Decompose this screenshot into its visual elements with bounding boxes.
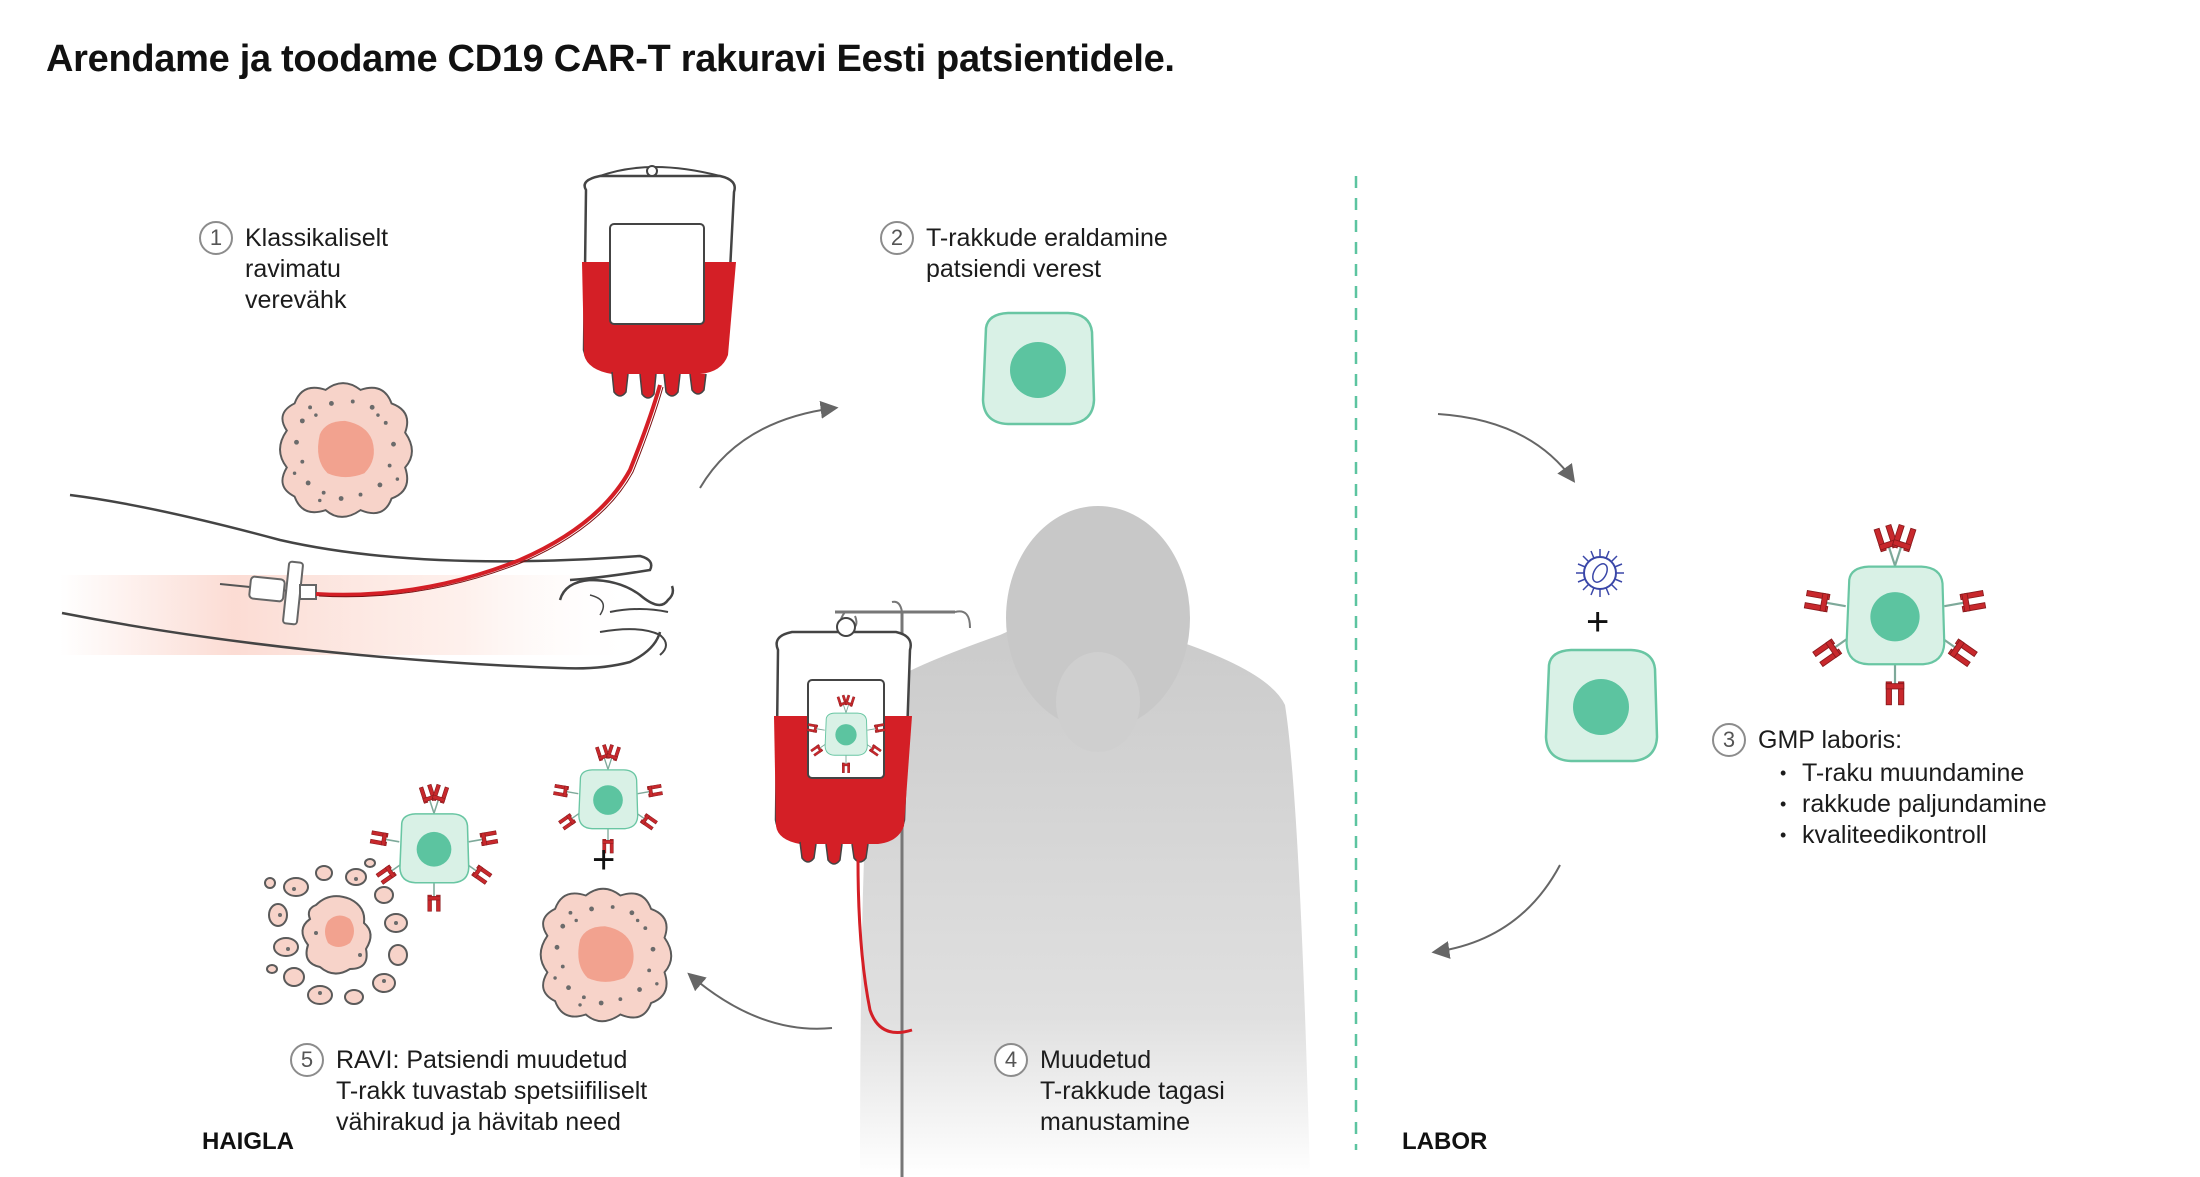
step-text: GMP laboris: <box>1758 726 1903 754</box>
arrow-step4-to-5 <box>687 972 833 1030</box>
plus-lab: + <box>1586 600 1610 644</box>
t-cell-isolated <box>981 311 1096 426</box>
step-1: 1 Klassikaliselt ravimatu verevähk <box>199 221 388 316</box>
step-text: RAVI: Patsiendi muudetud T-rakk tuvastab… <box>336 1046 648 1136</box>
bullet-item: T-raku muundamine <box>1780 758 2047 789</box>
t-cell-lab <box>1544 648 1659 763</box>
step-number: 4 <box>994 1043 1028 1077</box>
car-t-cell-lab <box>1804 525 1985 705</box>
bullet-item: rakkude paljundamine <box>1780 789 2047 820</box>
section-label-lab: LABOR <box>1402 1128 1488 1155</box>
step-5: 5 RAVI: Patsiendi muudetud T-rakk tuvast… <box>290 1043 647 1138</box>
step-number: 5 <box>290 1043 324 1077</box>
step-2: 2 T-rakkude eraldamine patsiendi verest <box>880 221 1168 285</box>
section-label-hospital: HAIGLA <box>202 1128 294 1155</box>
arrow-step2-to-3 <box>1437 413 1576 483</box>
blood-bag-collection <box>582 165 736 399</box>
iv-cannula <box>219 560 321 626</box>
bullet-item: kvaliteedikontroll <box>1780 820 2047 851</box>
step-number: 3 <box>1712 723 1746 757</box>
step-text: T-rakkude eraldamine patsiendi verest <box>926 224 1168 283</box>
arrow-step3-to-4 <box>1431 864 1561 959</box>
step-3-bullets: T-raku muundamine rakkude paljundamine k… <box>1780 758 2047 851</box>
page-title: Arendame ja toodame CD19 CAR-T rakuravi … <box>46 38 1175 80</box>
virus-vector <box>1576 549 1624 597</box>
step-text: Muudetud T-rakkude tagasi manustamine <box>1040 1046 1225 1136</box>
plus-treatment: + <box>592 838 616 882</box>
arrow-step1-to-2 <box>699 400 839 489</box>
cancer-cell-1 <box>279 382 413 518</box>
step-number: 2 <box>880 221 914 255</box>
step-number: 1 <box>199 221 233 255</box>
step-text: Klassikaliselt ravimatu verevähk <box>245 224 389 314</box>
destroyed-cancer-cell <box>264 858 408 1005</box>
patient-arm <box>60 493 675 670</box>
step-3: 3 GMP laboris: T-raku muundamine rakkude… <box>1712 723 2047 851</box>
car-t-cell-new <box>553 744 662 853</box>
step-4: 4 Muudetud T-rakkude tagasi manustamine <box>994 1043 1225 1138</box>
patient-silhouette <box>860 506 1310 1177</box>
cancer-cell-5 <box>539 887 673 1023</box>
